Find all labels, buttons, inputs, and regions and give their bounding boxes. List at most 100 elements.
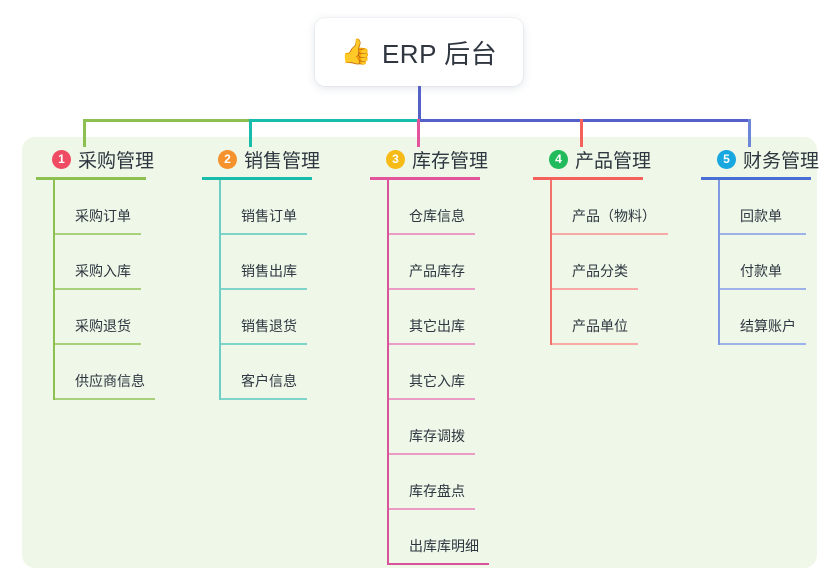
branch-spine-1 bbox=[53, 180, 55, 400]
list-item[interactable]: 产品（物料） bbox=[550, 180, 693, 235]
root-node[interactable]: 👍 ERP 后台 bbox=[315, 18, 523, 86]
item-rule bbox=[389, 288, 475, 290]
branch-items-2: 销售订单 销售出库 销售退货 客户信息 bbox=[202, 180, 350, 400]
branch-column-5: 5 财务管理 回款单 付款单 结算账户 bbox=[701, 146, 839, 345]
item-rule bbox=[55, 288, 141, 290]
list-item[interactable]: 付款单 bbox=[718, 235, 839, 290]
item-rule bbox=[55, 398, 155, 400]
item-label: 仓库信息 bbox=[409, 208, 465, 224]
branch-badge-4: 4 bbox=[549, 149, 568, 169]
item-rule bbox=[389, 398, 475, 400]
list-item[interactable]: 采购退货 bbox=[53, 290, 184, 345]
branch-spine-3 bbox=[387, 180, 389, 565]
branch-spine-2 bbox=[219, 180, 221, 400]
branch-column-2: 2 销售管理 销售订单 销售出库 销售退货 客户信息 bbox=[202, 146, 350, 400]
list-item[interactable]: 出库库明细 bbox=[387, 510, 518, 565]
branch-stub-1 bbox=[83, 119, 86, 147]
branch-header-4[interactable]: 4 产品管理 bbox=[533, 146, 693, 172]
item-label: 其它出库 bbox=[409, 318, 465, 334]
item-rule bbox=[552, 233, 668, 235]
branch-badge-2: 2 bbox=[218, 149, 237, 169]
branch-header-2[interactable]: 2 销售管理 bbox=[202, 146, 350, 172]
item-label: 产品分类 bbox=[572, 263, 628, 279]
item-rule bbox=[55, 343, 141, 345]
item-rule bbox=[720, 233, 806, 235]
item-label: 销售订单 bbox=[241, 208, 297, 224]
list-item[interactable]: 产品单位 bbox=[550, 290, 693, 345]
branch-header-5[interactable]: 5 财务管理 bbox=[701, 146, 839, 172]
item-label: 产品库存 bbox=[409, 263, 465, 279]
item-rule bbox=[720, 288, 806, 290]
list-item[interactable]: 其它入库 bbox=[387, 345, 518, 400]
root-stem-connector bbox=[418, 86, 421, 122]
item-rule bbox=[221, 233, 307, 235]
branch-rule-2 bbox=[202, 177, 312, 180]
item-rule bbox=[221, 288, 307, 290]
item-label: 产品（物料） bbox=[572, 208, 656, 224]
item-label: 付款单 bbox=[740, 263, 782, 279]
item-rule bbox=[221, 398, 307, 400]
item-label: 出库库明细 bbox=[409, 538, 479, 554]
branch-spine-4 bbox=[550, 180, 552, 345]
item-label: 销售出库 bbox=[241, 263, 297, 279]
branch-title-1: 采购管理 bbox=[78, 150, 155, 172]
branch-header-1[interactable]: 1 采购管理 bbox=[36, 146, 184, 172]
list-item[interactable]: 销售出库 bbox=[219, 235, 350, 290]
branch-items-5: 回款单 付款单 结算账户 bbox=[701, 180, 839, 345]
branch-header-3[interactable]: 3 库存管理 bbox=[370, 146, 518, 172]
branch-items-3: 仓库信息 产品库存 其它出库 其它入库 库存调拨 库存盘点 bbox=[370, 180, 518, 565]
item-label: 销售退货 bbox=[241, 318, 297, 334]
branch-title-4: 产品管理 bbox=[575, 150, 652, 172]
branch-column-1: 1 采购管理 采购订单 采购入库 采购退货 供应商信息 bbox=[36, 146, 184, 400]
list-item[interactable]: 产品库存 bbox=[387, 235, 518, 290]
list-item[interactable]: 结算账户 bbox=[718, 290, 839, 345]
list-item[interactable]: 仓库信息 bbox=[387, 180, 518, 235]
root-title: ERP 后台 bbox=[381, 38, 498, 69]
branch-badge-3: 3 bbox=[386, 149, 405, 169]
list-item[interactable]: 采购订单 bbox=[53, 180, 184, 235]
item-label: 结算账户 bbox=[740, 318, 796, 334]
item-label: 供应商信息 bbox=[75, 373, 145, 389]
item-rule bbox=[389, 343, 475, 345]
thumbs-up-icon: 👍 bbox=[340, 37, 372, 66]
branch-rule-3 bbox=[370, 177, 480, 180]
item-rule bbox=[389, 233, 475, 235]
branch-stub-5 bbox=[748, 119, 751, 147]
branch-badge-5: 5 bbox=[717, 149, 736, 169]
item-rule bbox=[552, 343, 638, 345]
item-rule bbox=[552, 288, 638, 290]
bus-segment-mid bbox=[249, 119, 419, 122]
item-rule bbox=[389, 563, 489, 565]
list-item[interactable]: 库存盘点 bbox=[387, 455, 518, 510]
list-item[interactable]: 客户信息 bbox=[219, 345, 350, 400]
branch-column-3: 3 库存管理 仓库信息 产品库存 其它出库 其它入库 库存调拨 bbox=[370, 146, 518, 565]
item-label: 产品单位 bbox=[572, 318, 628, 334]
item-label: 库存盘点 bbox=[409, 483, 465, 499]
list-item[interactable]: 采购入库 bbox=[53, 235, 184, 290]
branch-title-5: 财务管理 bbox=[743, 150, 820, 172]
branch-stub-3 bbox=[417, 119, 420, 147]
list-item[interactable]: 其它出库 bbox=[387, 290, 518, 345]
branch-spine-5 bbox=[718, 180, 720, 345]
bus-segment-right bbox=[419, 119, 750, 122]
branch-rule-4 bbox=[533, 177, 643, 180]
item-rule bbox=[720, 343, 806, 345]
branch-stub-2 bbox=[249, 119, 252, 147]
list-item[interactable]: 产品分类 bbox=[550, 235, 693, 290]
branch-title-2: 销售管理 bbox=[244, 150, 321, 172]
list-item[interactable]: 销售退货 bbox=[219, 290, 350, 345]
branch-stub-4 bbox=[580, 119, 583, 147]
item-rule bbox=[389, 453, 475, 455]
item-label: 回款单 bbox=[740, 208, 782, 224]
item-label: 其它入库 bbox=[409, 373, 465, 389]
list-item[interactable]: 供应商信息 bbox=[53, 345, 184, 400]
item-label: 采购订单 bbox=[75, 208, 131, 224]
branch-items-1: 采购订单 采购入库 采购退货 供应商信息 bbox=[36, 180, 184, 400]
branch-items-4: 产品（物料） 产品分类 产品单位 bbox=[533, 180, 693, 345]
branch-column-4: 4 产品管理 产品（物料） 产品分类 产品单位 bbox=[533, 146, 693, 345]
list-item[interactable]: 回款单 bbox=[718, 180, 839, 235]
list-item[interactable]: 销售订单 bbox=[219, 180, 350, 235]
branch-title-3: 库存管理 bbox=[412, 150, 489, 172]
branch-badge-1: 1 bbox=[52, 149, 71, 169]
list-item[interactable]: 库存调拨 bbox=[387, 400, 518, 455]
